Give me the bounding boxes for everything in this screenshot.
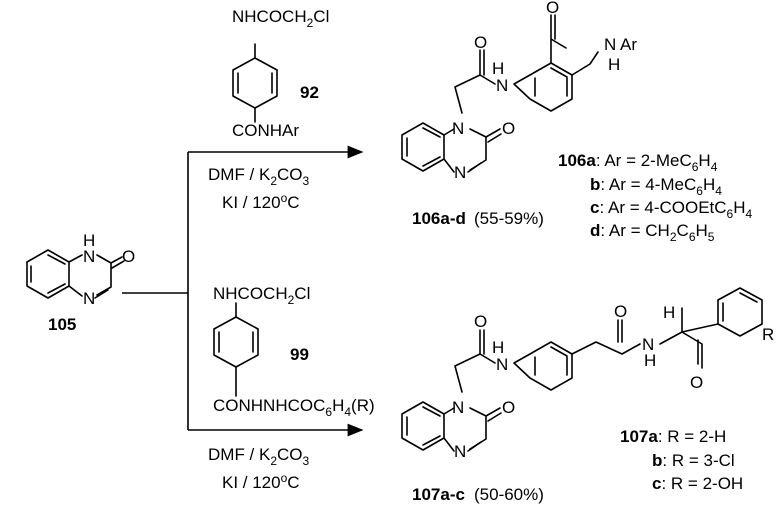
conditions-bottom-line2: KI / 120oC (222, 471, 300, 492)
variant-row: c: R = 2-OH (652, 474, 743, 493)
conditions-bottom-line1: DMF / K2CO3 (208, 445, 310, 468)
n-atom-label: N (642, 335, 654, 354)
conditions-top-line2: KI / 120oC (222, 191, 300, 212)
o-atom-label: O (614, 302, 627, 321)
h-atom-label: H (492, 338, 504, 357)
variant-row: c: Ar = 4-COOEtC6H4 (590, 198, 753, 221)
variant-row: 106a: Ar = 2-MeC6H4 (558, 151, 718, 174)
ar-label: N Ar (604, 35, 637, 54)
h-atom-label: H (663, 303, 675, 322)
conditions-top-line1: DMF / K2CO3 (208, 165, 310, 188)
compound-105-structure: N H N O (26, 231, 135, 308)
n-atom-label: N (452, 119, 464, 138)
product-107-structure (401, 287, 763, 452)
n-atom-label: N (454, 163, 466, 182)
reagent-99-top-group: NHCOCH2Cl (213, 284, 310, 307)
product-107-yield: (50-60%) (474, 485, 544, 504)
o-atom-label: O (502, 398, 515, 417)
h-atom-label: H (83, 231, 95, 250)
reagent-92-bottom-group: CONHAr (232, 121, 299, 140)
h-atom-label: H (644, 351, 656, 370)
n-atom-label: N (452, 398, 464, 417)
reagent-92-top-group: NHCOCH2Cl (232, 7, 329, 30)
o-atom-label: O (122, 247, 135, 266)
o-atom-label: O (474, 312, 487, 331)
o-atom-label: O (474, 33, 487, 52)
reagent-99-label: 99 (290, 345, 309, 364)
amide-h-label: H (492, 59, 504, 78)
variants-107: 107a: R = 2-H b: R = 3-Cl c: R = 2-OH (620, 427, 743, 493)
r-label: R (762, 325, 774, 344)
product-106-label: 106a-d (412, 209, 466, 228)
n-atom-label: N (454, 442, 466, 461)
variant-row: b: R = 3-Cl (652, 451, 735, 470)
n-atom-label: N (496, 355, 508, 374)
product-106-yield: (55-59%) (474, 209, 544, 228)
variant-row: b: Ar = 4-MeC6H4 (590, 175, 722, 198)
n-atom-label: N (83, 289, 95, 308)
o-atom-label: O (690, 373, 703, 392)
n-atom-label: N (83, 247, 95, 266)
product-106-structure (401, 14, 573, 173)
reagent-92-structure (232, 43, 278, 123)
variant-row: 107a: R = 2-H (620, 427, 726, 446)
reagent-99-structure (213, 302, 259, 397)
product-107-label: 107a-c (412, 485, 465, 504)
reagent-99-bottom-group: CONHNHCOC6H4(R) (213, 396, 375, 419)
compound-105-label: 105 (48, 315, 76, 334)
n-atom-label: N (496, 76, 508, 95)
variant-row: d: Ar = CH2C6H5 (590, 221, 715, 244)
reagent-92-label: 92 (300, 83, 319, 102)
o-atom-label: O (502, 119, 515, 138)
o-atom-label: O (546, 0, 559, 17)
h-atom-label: H (608, 55, 620, 74)
variants-106: 106a: Ar = 2-MeC6H4 b: Ar = 4-MeC6H4 c: … (558, 151, 753, 244)
